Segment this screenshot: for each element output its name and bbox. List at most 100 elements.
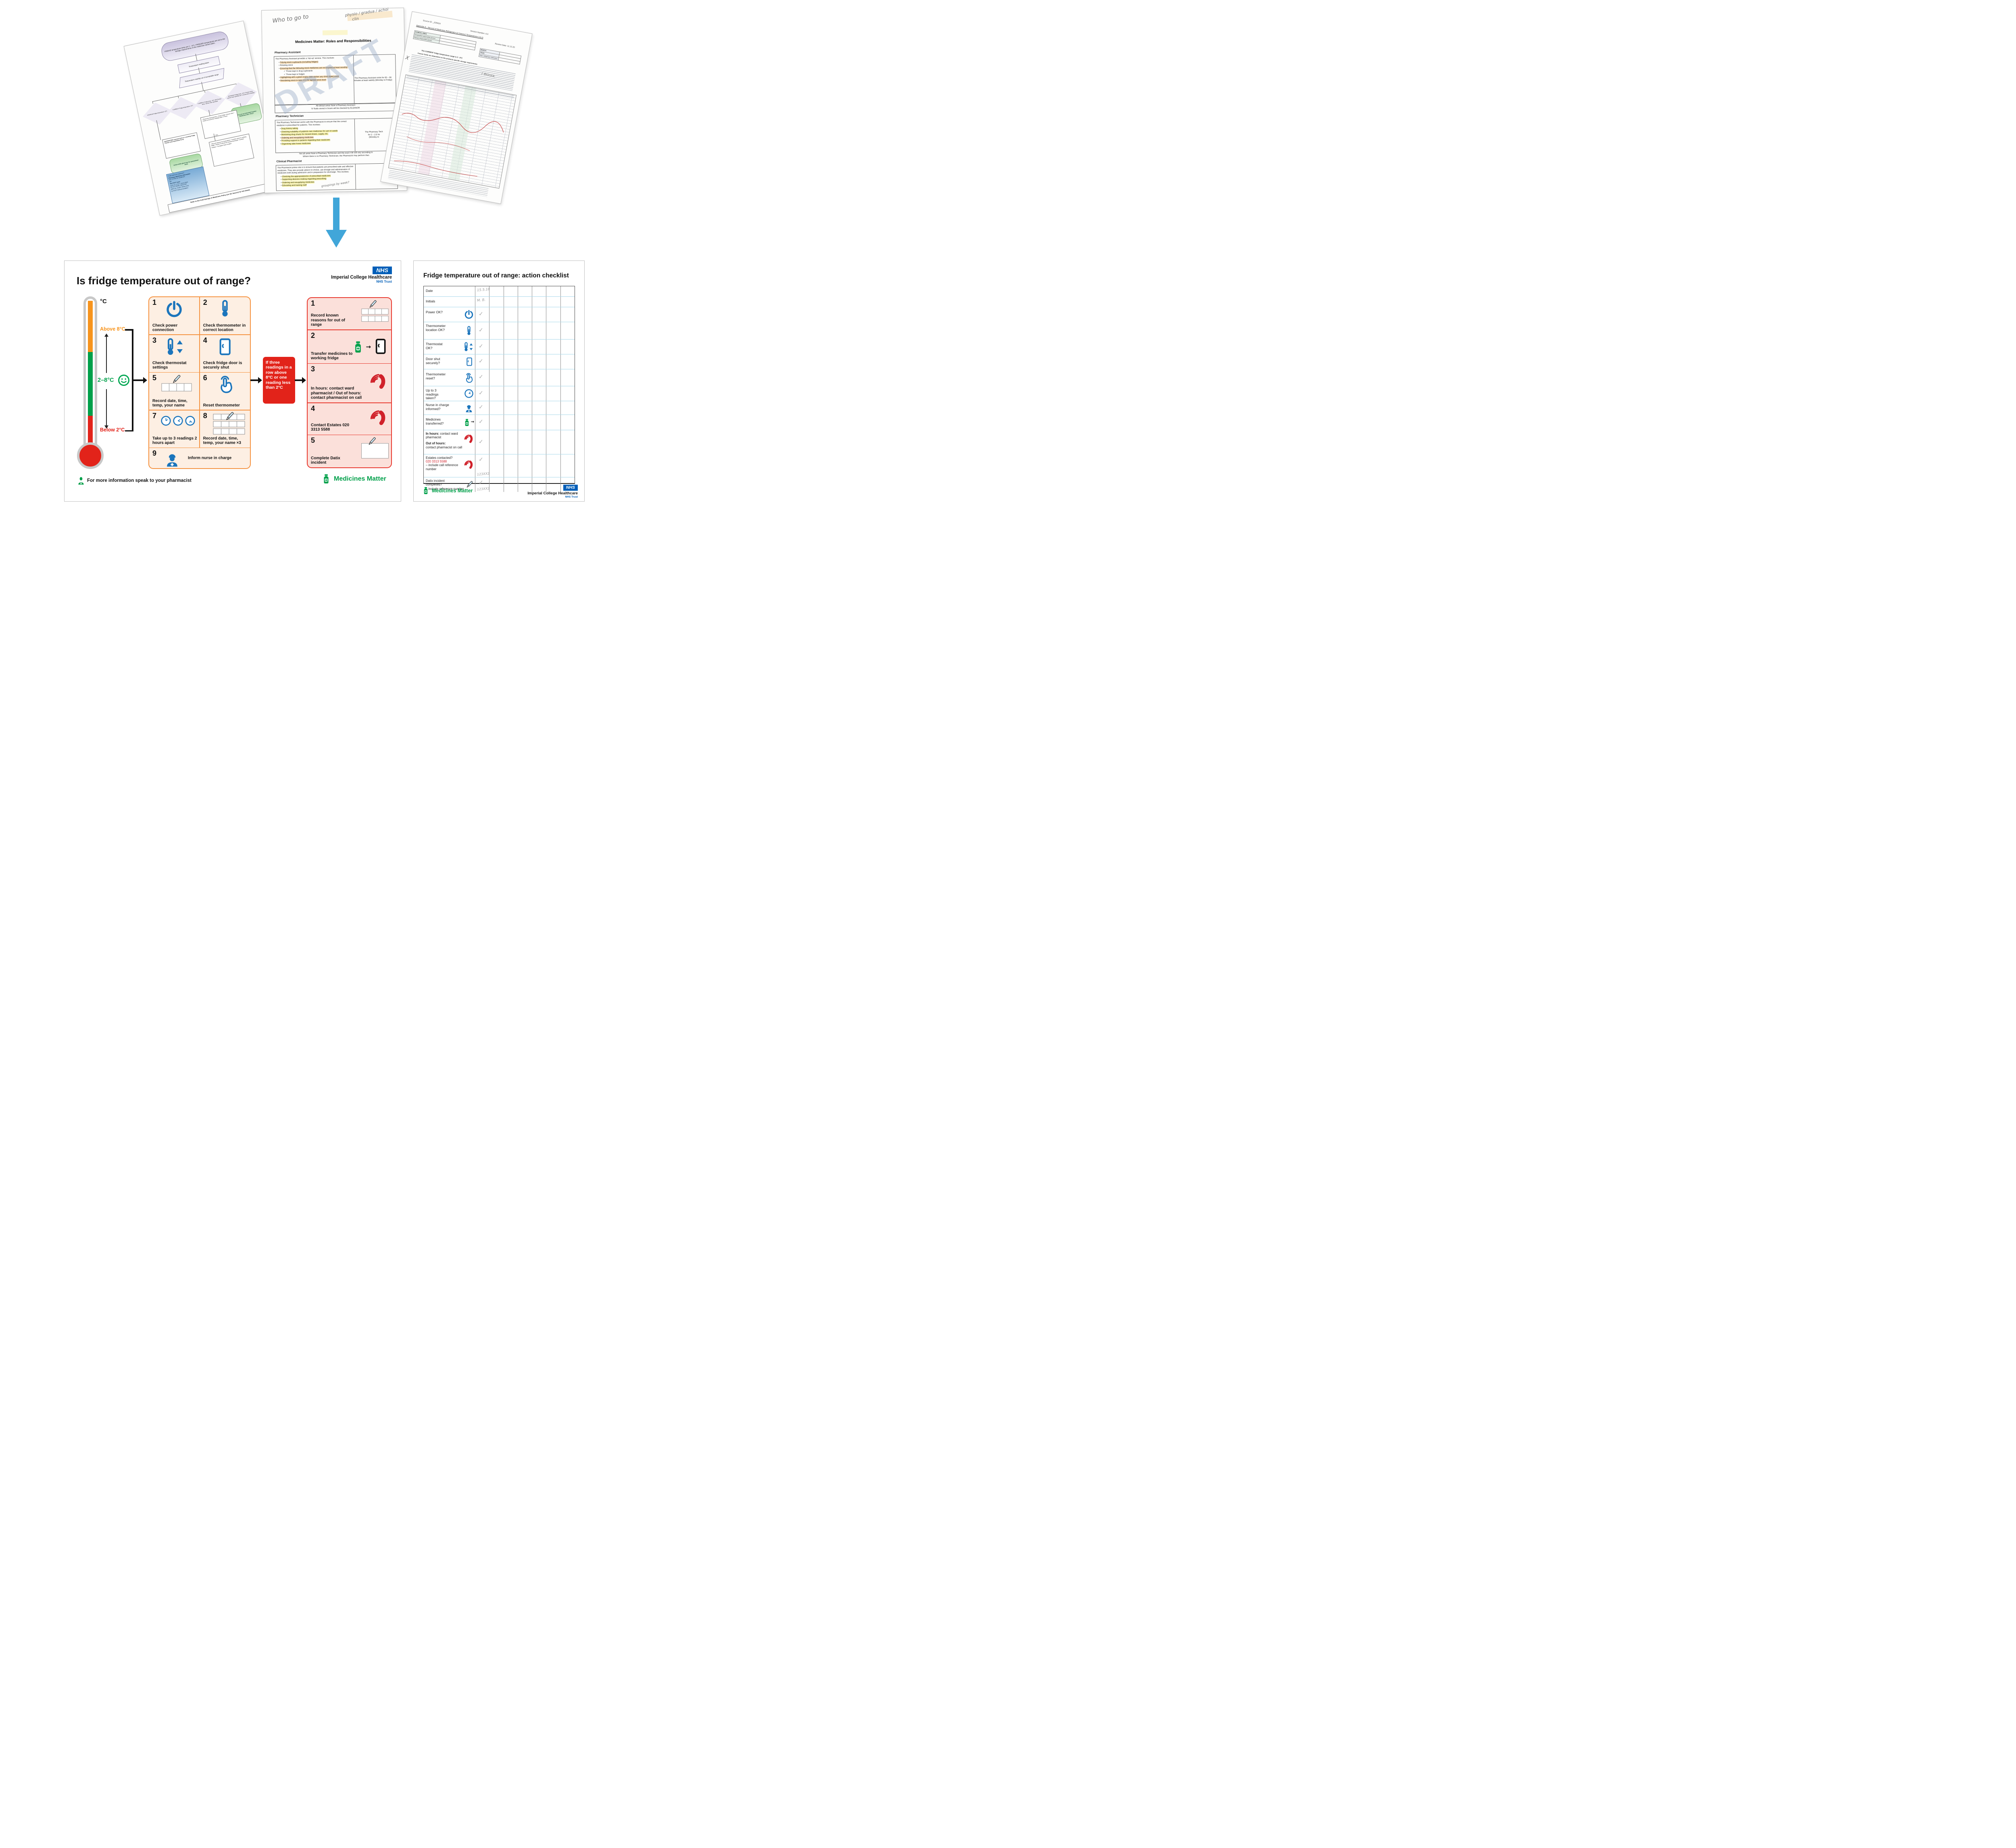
data-cell — [532, 454, 547, 477]
data-cell — [518, 297, 533, 307]
data-cell — [561, 454, 575, 477]
connector — [204, 90, 206, 93]
step-label: Check fridge door is securely shut — [203, 361, 242, 370]
data-cell — [561, 415, 575, 430]
data-cell — [518, 307, 533, 322]
brand-name: Medicines Matter — [432, 488, 473, 494]
highlighter-swash — [322, 30, 348, 35]
handwritten-date: 15.5.18 — [477, 287, 490, 293]
data-cell — [546, 454, 561, 477]
section-heading: Pharmacy Technician — [275, 115, 304, 118]
data-cell — [546, 340, 561, 354]
checkmark: ✓ — [479, 479, 483, 485]
step-cell-4: 4 Check fridge door is securely shut — [200, 335, 250, 372]
row-label-cell: In hours: contact ward pharmacist Out of… — [424, 430, 475, 454]
action-row-5: 5 Complete Datix incident — [308, 435, 391, 467]
data-cell — [546, 286, 561, 296]
data-cell — [489, 454, 504, 477]
pen-icon — [367, 299, 378, 310]
data-cell: ✓ 123XX2 — [475, 454, 490, 477]
below-range-label: Below 2°C — [100, 427, 125, 433]
intro-text: The Pharmacist prime role is to ensure t… — [277, 165, 354, 175]
footer-note: For more information speak to your pharm… — [87, 478, 192, 483]
row-label: Power OK? — [426, 310, 443, 314]
action-number: 5 — [311, 436, 315, 444]
medicine-bottle-icon — [321, 474, 331, 484]
checklist-row-thermostat: Thermostat OK? ✓ — [424, 339, 575, 354]
pharmacist-person-icon — [77, 476, 85, 485]
row-label-cell: Power OK? — [424, 307, 475, 322]
table-cell: The Pharmacy Technician works with the P… — [275, 119, 356, 153]
roles-table: The Pharmacy Assistant provides a ‘top-u… — [274, 54, 397, 106]
data-cell — [561, 286, 575, 296]
action-row-3: 3 In hours: contact ward pharmacist / Ou… — [308, 364, 391, 402]
data-cell — [518, 322, 533, 339]
row-cells: ✓ — [475, 322, 575, 339]
data-cell: ✓ — [475, 322, 490, 339]
data-cell — [489, 297, 504, 307]
step-cell-1: 1 Check power connection — [149, 297, 200, 334]
nhs-trust-label: NHS Trust — [565, 496, 578, 498]
data-cell — [504, 307, 518, 322]
checklist-row-medicines-transferred: Medicines transferred? → ✓ — [424, 415, 575, 430]
pen-icon — [170, 373, 182, 385]
row-cells: ✓ 123XX2 — [475, 454, 575, 477]
row-label: Date — [426, 289, 433, 293]
data-cell — [561, 297, 575, 307]
smiley-icon — [118, 374, 130, 386]
row-label-cell: Thermometer reset? — [424, 369, 475, 386]
flowchart-box: • Reset the thermometer • Close fridge /… — [200, 110, 241, 139]
data-cell — [504, 415, 518, 430]
data-cell — [504, 340, 518, 354]
row-label: Medicines transferred? — [426, 418, 444, 425]
data-cell — [561, 369, 575, 386]
roles-table: The Pharmacist prime role is to ensure t… — [275, 163, 398, 191]
checklist-poster: Fridge temperature out of range: action … — [413, 260, 585, 502]
bullet: Drug history taking — [281, 127, 298, 130]
nhs-logo-block: NHS Imperial College Healthcare NHS Trus… — [303, 267, 392, 283]
step-label: Check thermometer in correct location — [203, 323, 246, 332]
row-cells: ✓ — [475, 430, 575, 454]
bracket-line — [125, 430, 133, 431]
data-cell — [532, 430, 547, 454]
data-cell — [532, 415, 547, 430]
data-cell — [561, 386, 575, 401]
pen-icon — [366, 436, 377, 447]
step-cell-8: 8 Record date, time, temp, your name ×3 — [200, 410, 250, 448]
power-icon — [464, 310, 474, 319]
phone-icon — [369, 410, 388, 428]
row-label-cell: Estates contacted? 020 3313 5588 – inclu… — [424, 454, 475, 477]
step-label: Take up to 3 readings 2 hours apart — [152, 436, 197, 446]
thermometer-segment-above — [88, 301, 93, 352]
data-cell — [489, 415, 504, 430]
red-handwriting-scribble — [394, 113, 504, 177]
intro-text: The Pharmacy Assistant provides a ‘top-u… — [275, 56, 335, 60]
roles-table: The Pharmacy Technician works with the P… — [275, 118, 398, 153]
data-cell — [546, 297, 561, 307]
data-cell — [532, 307, 547, 322]
connector — [152, 101, 153, 104]
doc-title: Medicines Matter: Roles and Responsibili… — [295, 38, 371, 44]
action-row-4: 4 Contact Estates 020 3313 5588 — [308, 403, 391, 435]
medicine-bottle-icon — [422, 487, 430, 495]
step-label: Record date, time, temp, your name ×3 — [203, 436, 241, 446]
step-number: 3 — [152, 336, 157, 344]
checkmark: ✓ — [479, 373, 483, 380]
checklist-row-estates: Estates contacted? 020 3313 5588 – inclu… — [424, 454, 575, 477]
step-number: 9 — [152, 449, 157, 457]
thermostat-icon — [164, 338, 185, 356]
data-cell — [489, 340, 504, 354]
step-number: 5 — [152, 374, 157, 382]
bullet: Ordering and resupplying medicines — [281, 136, 314, 139]
bullet: Organising take home medicines — [281, 142, 311, 145]
nhs-logo: NHS — [563, 485, 578, 491]
scanned-flowchart-document: FRIDGE temperature limits are 2 – 8°C. F… — [123, 21, 280, 216]
bullet: Rotating stock — [280, 64, 293, 67]
record-grid — [388, 74, 517, 189]
arrow-to-decision — [250, 377, 262, 383]
table-cell: The Pharmacy Assistant provides a ‘top-u… — [274, 55, 355, 105]
poster-title: Is fridge temperature out of range? — [77, 275, 251, 287]
clock-icon — [160, 415, 171, 426]
step-label: Check power connection — [152, 323, 178, 332]
thermostat-icon — [462, 342, 474, 352]
